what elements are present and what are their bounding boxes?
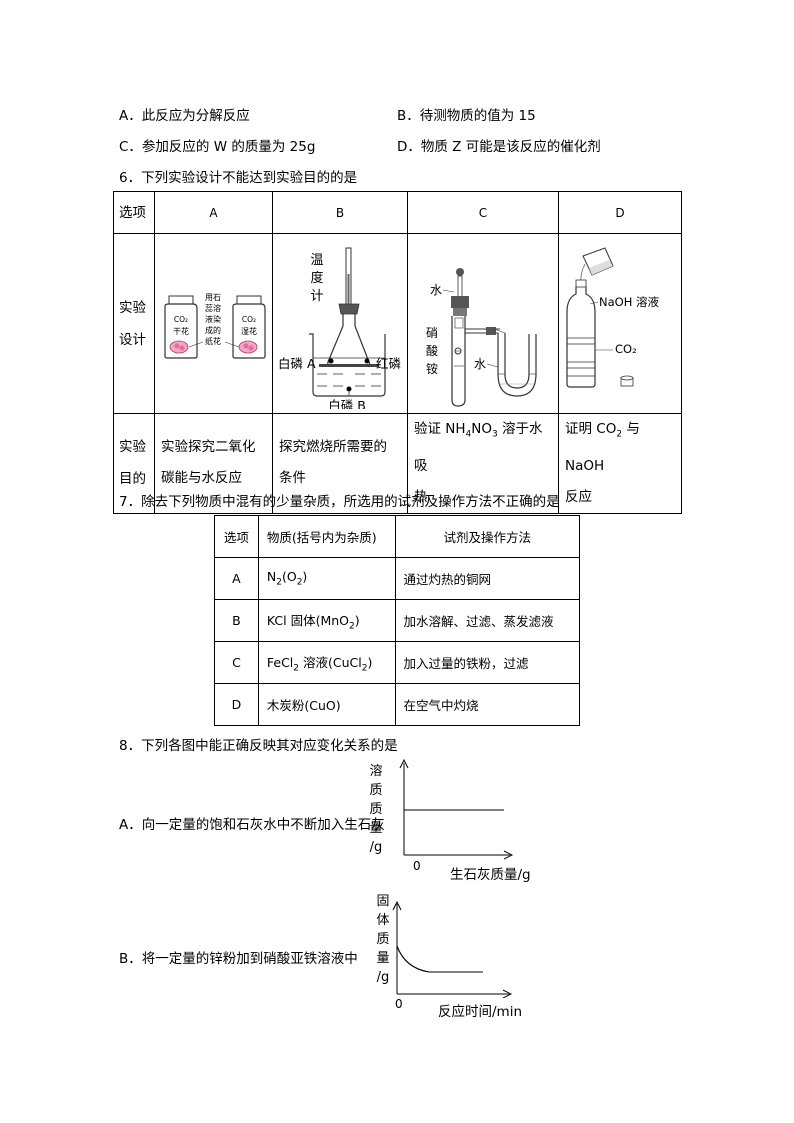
svg-text:CO₂: CO₂ [615, 342, 637, 356]
svg-text:水: 水 [430, 283, 442, 297]
bottle-figure: NaOH 溶液 CO₂ [566, 247, 660, 388]
q6-header-d: D [558, 191, 682, 234]
q8a-ylabel: 溶质质量/g [369, 764, 383, 855]
svg-text:度: 度 [310, 270, 323, 286]
table-row: D 木炭粉(CuO) 在空气中灼烧 [214, 683, 581, 726]
q8b-graph [392, 900, 513, 998]
jar2-flower-label: 湿花 [241, 326, 257, 336]
bottle-icon [575, 279, 587, 288]
combustion-figure: 温 度 计 [278, 247, 402, 413]
dropper-icon [456, 268, 464, 276]
q8-option-b: B．将一定量的锌粉加到硝酸亚铁溶液中 [119, 951, 358, 967]
q7-header-substance: 物质(括号内为杂质) [257, 515, 396, 558]
q8b-ylabel: 固体质量/g [376, 894, 390, 985]
q6-figure-a: CO₂ 干花 CO₂ 湿花 用石 蕊溶 液染 成的 纸花 [154, 233, 273, 414]
q5-option-c: C．参加反应的 W 的质量为 25g [119, 139, 316, 155]
q7-table: 选项 物质(括号内为杂质) 试剂及操作方法 A N2(O2) 通过灼热的铜网 B… [214, 515, 581, 726]
q6-row-purpose-label: 实验 目的 [113, 413, 155, 514]
q6-figure-d: NaOH 溶液 CO₂ [558, 233, 682, 414]
svg-text:蕊溶: 蕊溶 [205, 303, 221, 313]
q5-option-b: B．待测物质的值为 15 [397, 108, 536, 124]
q8b-xlabel: 反应时间/min [438, 1004, 523, 1020]
q7-header-method: 试剂及操作方法 [394, 515, 581, 558]
svg-text:成的: 成的 [205, 325, 221, 335]
q6-purpose-c: 验证 NH4NO3 溶于水吸 热 [407, 413, 559, 514]
svg-text:NaOH 溶液: NaOH 溶液 [599, 295, 660, 309]
q6-header-option: 选项 [113, 191, 155, 234]
q8b-data-line [396, 945, 483, 973]
jar1-gas-label: CO₂ [174, 315, 188, 324]
q8a-origin: 0 [413, 859, 421, 873]
q7-substance-a: N2(O2) [257, 557, 396, 600]
q8b-origin: 0 [395, 997, 403, 1011]
svg-text:红磷: 红磷 [376, 356, 402, 371]
q6-header-c: C [407, 191, 559, 234]
svg-text:用石: 用石 [205, 293, 221, 302]
svg-text:白磷 A: 白磷 A [278, 356, 316, 371]
q7-substance-c: FeCl2 溶液(CuCl2) [257, 641, 396, 684]
q8a-xlabel: 生石灰质量/g [450, 867, 531, 883]
dissolution-figure: 水 硝 酸 铵 [426, 268, 537, 407]
q8-question: 8．下列各图中能正确反映其对应变化关系的是 [119, 738, 398, 754]
q5-option-d: D．物质 Z 可能是该反应的催化剂 [397, 139, 601, 155]
q6-table: 选项 A B C D 实验 设计 CO₂ 干花 CO₂ [113, 191, 682, 514]
q6-purpose-d: 证明 CO2 与 NaOH 反应 [558, 413, 682, 514]
table-row: A N2(O2) 通过灼热的铜网 [214, 557, 581, 600]
jar1-flower-label: 干花 [173, 326, 189, 336]
q7-substance-d: 木炭粉(CuO) [257, 683, 396, 726]
table-row: B KCl 固体(MnO2) 加水溶解、过滤、蒸发滤液 [214, 599, 581, 642]
svg-text:酸: 酸 [426, 343, 438, 358]
q6-purpose-b: 探究燃烧所需要的 条件 [272, 413, 408, 514]
table-row: C FeCl2 溶液(CuCl2) 加入过量的铁粉，过滤 [214, 641, 581, 684]
q8-option-a: A．向一定量的饱和石灰水中不断加入生石灰 [119, 817, 385, 833]
svg-text:铵: 铵 [426, 361, 438, 376]
q6-row-design-label: 实验 设计 [113, 233, 155, 414]
q6-header-b: B [272, 191, 408, 234]
svg-text:白磷 B: 白磷 B [328, 398, 366, 409]
q7-header-option: 选项 [214, 515, 259, 558]
q6-figure-b: 温 度 计 [272, 233, 408, 414]
jar2-gas-label: CO₂ [242, 315, 256, 324]
q5-option-a: A．此反应为分解反应 [119, 108, 250, 124]
svg-text:计: 计 [310, 289, 323, 304]
svg-text:纸花: 纸花 [205, 336, 221, 346]
q8a-graph [399, 758, 514, 860]
svg-text:水: 水 [474, 357, 486, 371]
q7-substance-b: KCl 固体(MnO2) [257, 599, 396, 642]
q6-question: 6．下列实验设计不能达到实验目的的是 [119, 170, 358, 186]
svg-text:温: 温 [310, 253, 323, 268]
q6-purpose-a: 实验探究二氧化 碳能与水反应 [154, 413, 273, 514]
q6-header-a: A [154, 191, 273, 234]
q7-question: 7．除去下列物质中混有的少量杂质，所选用的试剂及操作方法不正确的是 [119, 494, 560, 510]
svg-text:液染: 液染 [205, 314, 221, 324]
jar-experiment-figure: CO₂ 干花 CO₂ 湿花 用石 蕊溶 液染 成的 纸花 [164, 293, 266, 359]
q6-figure-c: 水 硝 酸 铵 [407, 233, 559, 414]
svg-text:硝: 硝 [426, 326, 438, 340]
